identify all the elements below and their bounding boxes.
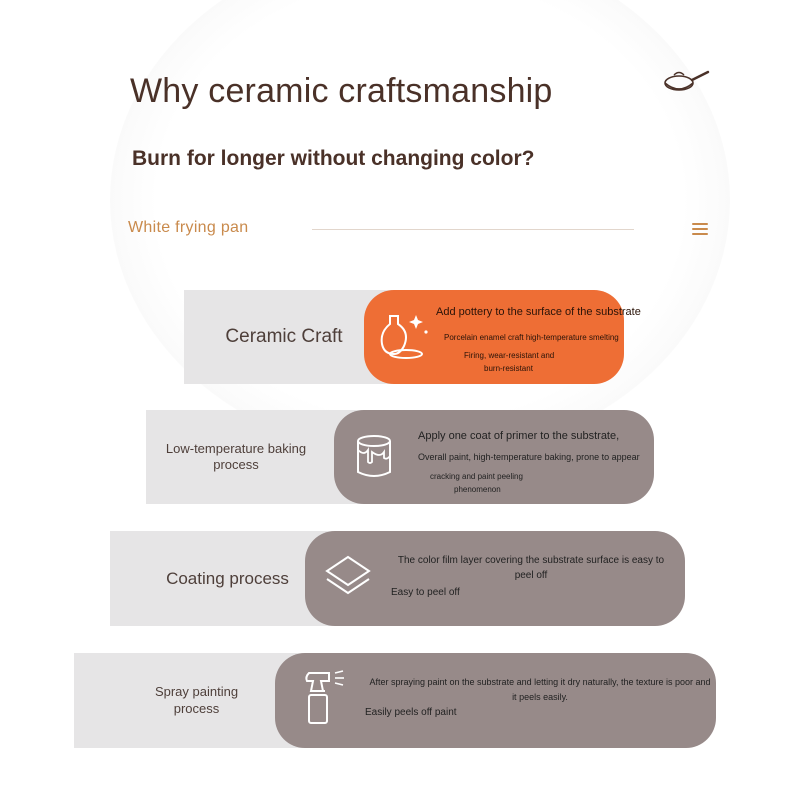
detail-line: Add pottery to the surface of the substr… (436, 306, 641, 318)
product-label: White frying pan (128, 219, 249, 236)
layers-icon (325, 555, 371, 595)
header-divider (312, 229, 634, 230)
detail-line: Firing, wear-resistant and (464, 351, 555, 360)
detail-line: phenomenon (454, 485, 501, 494)
process-detail-pill: Add pottery to the surface of the substr… (364, 290, 641, 384)
process-row-coating: Coating process The color film layer cov… (110, 531, 685, 626)
detail-line: burn-resistant (484, 364, 533, 373)
detail-line: cracking and paint peeling (430, 472, 523, 481)
process-name-text: Spray painting process (154, 684, 239, 716)
paint-bucket-icon (357, 435, 391, 477)
spray-bottle-icon (305, 670, 344, 724)
process-name: Spray painting process (74, 653, 319, 748)
detail-line: Apply one coat of primer to the substrat… (418, 430, 620, 442)
process-detail-pill: Apply one coat of primer to the substrat… (334, 410, 654, 504)
process-row-low-temperature-baking: Low-temperature baking process Apply one… (146, 410, 654, 504)
process-row-ceramic: Ceramic Craft Add pottery to the surface… (184, 290, 641, 384)
process-detail-pill: After spraying paint on the substrate an… (275, 653, 716, 748)
detail-line: Overall paint, high-temperature baking, … (418, 452, 640, 462)
frying-pan-icon (664, 70, 710, 91)
process-detail-pill: The color film layer covering the substr… (305, 531, 685, 626)
process-name: Low-temperature baking process (165, 440, 307, 472)
detail-line: The color film layer covering the substr… (397, 555, 665, 581)
process-row-spray-painting: Spray painting process After spraying pa… (74, 653, 716, 748)
page-subtitle: Burn for longer without changing color? (132, 147, 535, 170)
page-title: Why ceramic craftsmanship (130, 72, 553, 110)
process-name: Coating process (166, 568, 289, 588)
detail-line: Easily peels off paint (365, 707, 457, 718)
detail-line: Easy to peel off (391, 587, 460, 598)
process-name: Ceramic Craft (225, 326, 343, 348)
ceramic-vase-icon (380, 315, 428, 359)
detail-line: Porcelain enamel craft high-temperature … (444, 333, 619, 342)
hamburger-menu-icon[interactable] (692, 223, 708, 237)
detail-line: After spraying paint on the substrate an… (369, 677, 711, 702)
